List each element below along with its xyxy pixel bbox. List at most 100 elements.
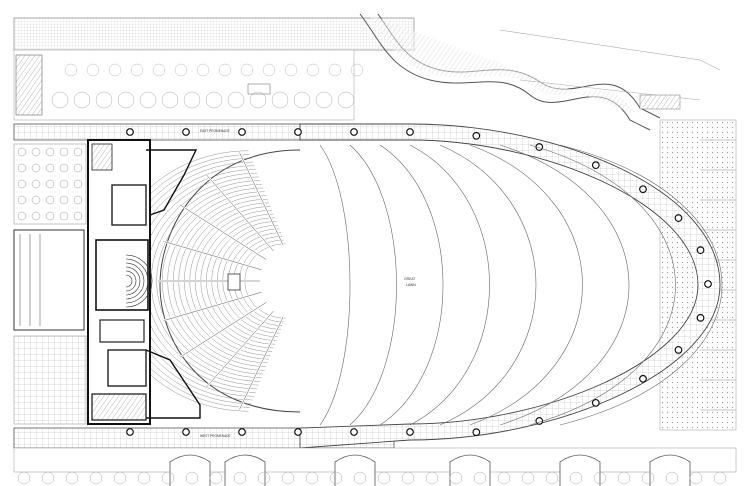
tree-icon (401, 471, 415, 485)
tree-icon (51, 91, 69, 109)
arch (649, 454, 691, 486)
tree-icon (284, 63, 298, 77)
tree-icon (271, 91, 289, 109)
tree-icon (130, 63, 144, 77)
arch (334, 454, 376, 486)
tree-icon (665, 471, 679, 485)
north-landscape (13, 17, 415, 121)
aisle-edge (179, 204, 267, 260)
tree-icon (183, 91, 201, 109)
tree-icon (117, 91, 135, 109)
tree-icon (31, 179, 41, 189)
winding-path (359, 13, 721, 131)
tree-icon (17, 211, 27, 221)
tree-icon (137, 471, 151, 485)
tree-icon (593, 471, 607, 485)
light-fixture (639, 185, 647, 194)
light-fixture (704, 280, 712, 288)
tree-icon (45, 179, 55, 189)
light-fixture (591, 161, 600, 170)
tree-icon (73, 163, 83, 173)
tree-icon (64, 63, 78, 77)
light-fixture (696, 313, 705, 322)
tree-icon (262, 63, 276, 77)
contour-line (349, 144, 397, 426)
tree-icon (305, 471, 319, 485)
tree-icon (350, 63, 364, 77)
aisle-edge (205, 174, 274, 252)
tree-icon (152, 63, 166, 77)
light-fixture (294, 128, 302, 136)
choir-row (125, 266, 141, 296)
label-west-promenade: WEST PROMENADE (200, 434, 231, 438)
tree-icon (45, 163, 55, 173)
contour-line (439, 144, 537, 426)
label-lawn: LAWN (406, 283, 416, 287)
light-fixture (406, 128, 414, 136)
tree-icon (17, 195, 27, 205)
seating-aisles (158, 152, 284, 410)
tree-icon (174, 63, 188, 77)
aisle-edge (239, 317, 284, 410)
tree-icon (205, 91, 223, 109)
contour-line (319, 144, 351, 426)
tree-icon (257, 471, 271, 485)
light-fixture (639, 374, 647, 383)
tree-icon (31, 195, 41, 205)
aisle-edge (205, 310, 274, 388)
light-fixture (674, 214, 683, 222)
lawn-perimeter-walk (299, 123, 721, 449)
tree-icon (73, 195, 83, 205)
contour-line (499, 144, 630, 426)
tree-icon (17, 147, 27, 157)
tree-icon (233, 471, 247, 485)
choir-row (125, 254, 153, 308)
light-fixture (126, 128, 134, 136)
tree-icon (328, 63, 342, 77)
tree-icon (65, 471, 79, 485)
tree-icon (293, 91, 311, 109)
tree-icon (59, 163, 69, 173)
mixing-position (227, 273, 241, 291)
light-fixture (350, 428, 358, 436)
tree-icon (545, 471, 559, 485)
light-fixture (182, 128, 190, 136)
arch (449, 454, 491, 486)
tree-icon (73, 91, 91, 109)
tree-icon (45, 147, 55, 157)
tree-icon (185, 471, 199, 485)
tree-icon (113, 471, 127, 485)
tree-icon (337, 91, 355, 109)
tree-icon (95, 91, 113, 109)
south-landscape (13, 447, 737, 486)
light-fixture (294, 428, 302, 436)
light-fixture (238, 128, 246, 136)
stage-choir-seating (125, 254, 153, 308)
tree-icon (713, 471, 727, 485)
tree-icon (306, 63, 320, 77)
tree-icon (45, 195, 55, 205)
tree-icon (425, 471, 439, 485)
tree-icon (329, 471, 343, 485)
choir-row (125, 262, 145, 300)
seat-row (156, 184, 262, 378)
contour-line (469, 144, 583, 426)
tree-icon (31, 211, 41, 221)
tree-icon (569, 471, 583, 485)
choir-row (125, 258, 149, 304)
label-east-promenade: EAST PROMENADE (200, 129, 230, 133)
arch (224, 454, 266, 486)
tree-icon (139, 91, 157, 109)
tree-icon (315, 91, 333, 109)
contour-line (409, 144, 490, 426)
tree-icon (227, 91, 245, 109)
light-fixture (674, 346, 683, 354)
arch (559, 454, 601, 486)
tree-row-north (51, 63, 364, 109)
tree-icon (249, 91, 267, 109)
arch (169, 454, 211, 486)
light-fixture (238, 428, 246, 436)
aisle-edge (179, 302, 267, 358)
tree-icon (377, 471, 391, 485)
